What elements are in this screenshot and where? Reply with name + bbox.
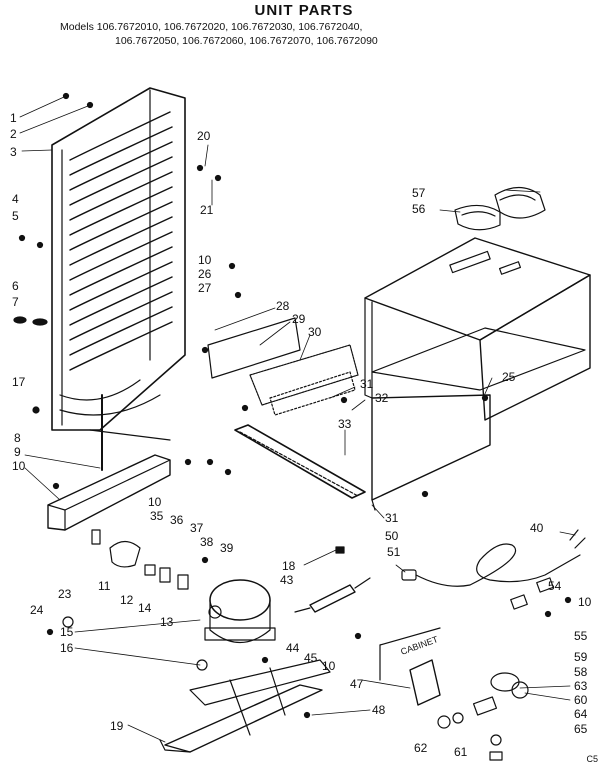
part-label: 3 <box>10 145 17 159</box>
misc-hardware <box>437 529 586 761</box>
part-label: 13 <box>160 615 174 629</box>
part-label: 27 <box>198 281 212 295</box>
part-label: 56 <box>412 202 426 216</box>
part-label: 25 <box>502 370 516 384</box>
part-label: 12 <box>120 593 134 607</box>
part-label: 65 <box>574 722 588 736</box>
part-label: 58 <box>574 665 588 679</box>
part-label: 48 <box>372 703 386 717</box>
relay-overload <box>62 529 189 628</box>
model-list: Models 106.7672010, 106.7672020, 106.767… <box>60 20 580 48</box>
part-label: 2 <box>10 127 17 141</box>
part-label: 16 <box>60 641 74 655</box>
part-label: 19 <box>110 719 124 733</box>
part-label: 45 <box>304 651 318 665</box>
part-label: 60 <box>574 693 588 707</box>
footer-code: C5 <box>586 754 598 764</box>
power-cord <box>401 543 581 587</box>
part-label: 29 <box>292 312 306 326</box>
part-label: 14 <box>138 601 152 615</box>
cabinet-bracket <box>379 627 441 706</box>
part-label: 43 <box>280 573 294 587</box>
part-label: 39 <box>220 541 234 555</box>
page-title: UNIT PARTS <box>254 2 354 19</box>
part-label: 59 <box>574 650 588 664</box>
part-label: 37 <box>190 521 204 535</box>
part-label: 18 <box>282 559 296 573</box>
part-label: 30 <box>308 325 322 339</box>
insulation-panels <box>207 317 359 416</box>
part-label: 10 <box>322 659 336 673</box>
part-label: 10 <box>198 253 212 267</box>
part-label: 4 <box>12 192 19 206</box>
part-label: 15 <box>60 625 74 639</box>
part-label: 20 <box>197 129 211 143</box>
unit-housing <box>364 237 591 511</box>
leader-lines <box>19 96 576 743</box>
part-label: 44 <box>286 641 300 655</box>
part-label: 31 <box>360 377 374 391</box>
part-label: 11 <box>98 579 111 593</box>
part-label: 10 <box>12 459 26 473</box>
part-label: 36 <box>170 513 184 527</box>
part-labels: 1 2 3 4 5 6 7 17 8 9 10 20 21 10 26 27 2… <box>10 111 592 759</box>
part-label: 33 <box>338 417 352 431</box>
part-label: 57 <box>412 186 426 200</box>
part-label: 54 <box>548 579 562 593</box>
part-label: 61 <box>454 745 468 759</box>
part-label: 24 <box>30 603 44 617</box>
part-label: 40 <box>530 521 544 535</box>
part-label: 9 <box>14 445 21 459</box>
part-label: 38 <box>200 535 214 549</box>
part-label: 28 <box>276 299 290 313</box>
part-label: 63 <box>574 679 588 693</box>
drier <box>294 577 371 613</box>
part-label: 55 <box>574 629 588 643</box>
base-rail <box>47 454 171 531</box>
part-label: 64 <box>574 707 588 721</box>
fasteners <box>13 92 572 719</box>
part-label: 32 <box>375 391 389 405</box>
part-label: 7 <box>12 295 19 309</box>
part-label: 62 <box>414 741 428 755</box>
vent-grilles <box>454 186 546 231</box>
part-label: 1 <box>10 111 17 125</box>
part-label: 26 <box>198 267 212 281</box>
condenser-coil <box>51 87 186 471</box>
part-label: 31 <box>385 511 399 525</box>
part-label: 5 <box>12 209 19 223</box>
part-label: 50 <box>385 529 399 543</box>
part-label: 6 <box>12 279 19 293</box>
drain-trough <box>234 424 366 499</box>
part-label: 23 <box>58 587 72 601</box>
part-label: 47 <box>350 677 364 691</box>
part-label: 21 <box>200 203 214 217</box>
model-line-1: Models 106.7672010, 106.7672020, 106.767… <box>60 21 363 33</box>
compressor <box>204 579 276 643</box>
part-label: 51 <box>387 545 401 559</box>
part-label: 10 <box>578 595 592 609</box>
compressor-mount-rails <box>159 659 331 753</box>
part-label: 17 <box>12 375 26 389</box>
part-label: 8 <box>14 431 21 445</box>
part-label: 35 <box>150 509 164 523</box>
model-line-2: 106.7672050, 106.7672060, 106.7672070, 1… <box>115 35 378 47</box>
part-label: 10 <box>148 495 162 509</box>
